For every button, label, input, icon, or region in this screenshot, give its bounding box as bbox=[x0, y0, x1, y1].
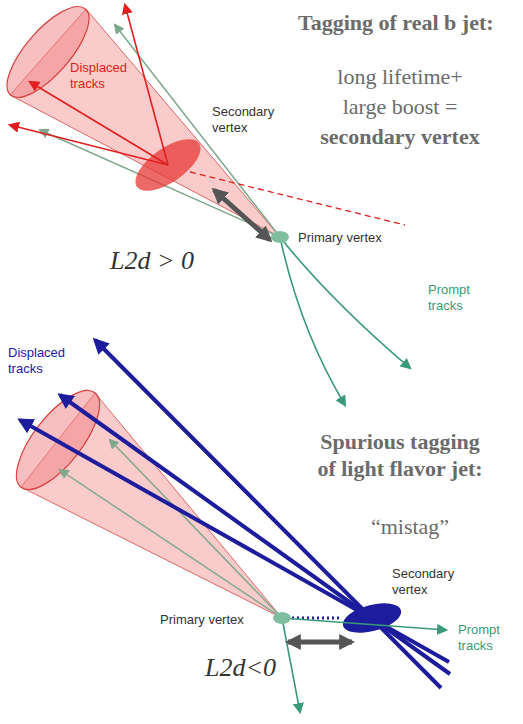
track-label: Displaced tracks bbox=[70, 60, 136, 92]
secondary-vertex bbox=[340, 598, 405, 639]
jet-track bbox=[115, 25, 280, 237]
decay-length-label: L2d<0 bbox=[205, 652, 276, 683]
prompt-track bbox=[282, 618, 300, 712]
mistag-figure bbox=[2, 340, 450, 712]
b-jet-figure bbox=[0, 0, 410, 405]
prompt-track bbox=[280, 237, 410, 368]
vertex-label: Primary vertex bbox=[160, 612, 244, 628]
explanation-emphasis: secondary vertex bbox=[320, 124, 479, 150]
vertex-label: Secondary vertex bbox=[212, 104, 284, 136]
displaced-track bbox=[30, 82, 168, 165]
track-label: Displaced tracks bbox=[8, 345, 74, 377]
panel-heading: Tagging of real b jet: bbox=[298, 10, 494, 36]
decay-length-label: L2d > 0 bbox=[110, 245, 194, 276]
track-label: Prompt tracks bbox=[458, 622, 514, 654]
vertex-label: Primary vertex bbox=[298, 230, 382, 246]
jet-cone-cap bbox=[0, 0, 102, 109]
panel-heading: Spurious tagging of light flavor jet: bbox=[313, 428, 488, 482]
explanation-text: long lifetime+ large boost = bbox=[325, 62, 475, 122]
prompt-track bbox=[280, 237, 345, 405]
track-label: Prompt tracks bbox=[428, 282, 484, 314]
vertex-label: Secondary vertex bbox=[392, 566, 464, 598]
displaced-track bbox=[10, 125, 168, 165]
primary-vertex bbox=[271, 231, 289, 243]
displaced-track bbox=[125, 5, 168, 165]
jet-track bbox=[40, 130, 280, 237]
jet-track bbox=[110, 440, 282, 618]
decay-length-arrow bbox=[288, 640, 352, 645]
decay-length-arrow bbox=[214, 190, 270, 240]
primary-vertex bbox=[273, 612, 291, 624]
prompt-track bbox=[282, 618, 446, 630]
mistag-label: “mistag” bbox=[371, 514, 449, 540]
